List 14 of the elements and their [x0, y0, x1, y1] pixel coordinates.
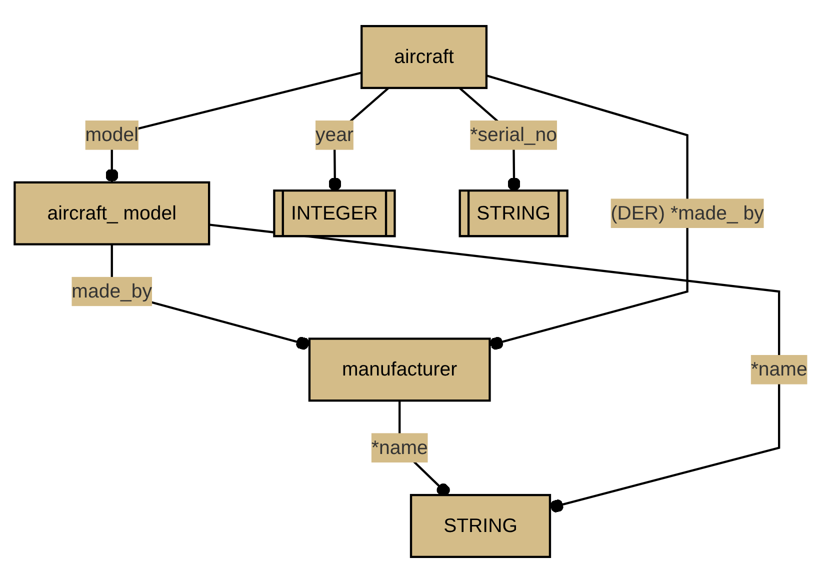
- edge-label: *name: [371, 436, 428, 458]
- connector: [105, 72, 362, 182]
- connector: [486, 74, 688, 350]
- node-box: manufacturer: [308, 338, 491, 402]
- edge-label: model: [85, 124, 138, 146]
- node-box: STRING: [410, 494, 552, 558]
- edge-label: *serial_no: [470, 124, 558, 146]
- connector: [208, 224, 780, 513]
- edge-label: made_by: [72, 280, 152, 302]
- edge-label: (DER) *made_ by: [610, 202, 764, 224]
- edge-label: year: [315, 124, 354, 146]
- node-box: aircraft: [360, 25, 488, 90]
- node-box: aircraft_ model: [14, 181, 210, 246]
- edge-label: *name: [750, 358, 808, 380]
